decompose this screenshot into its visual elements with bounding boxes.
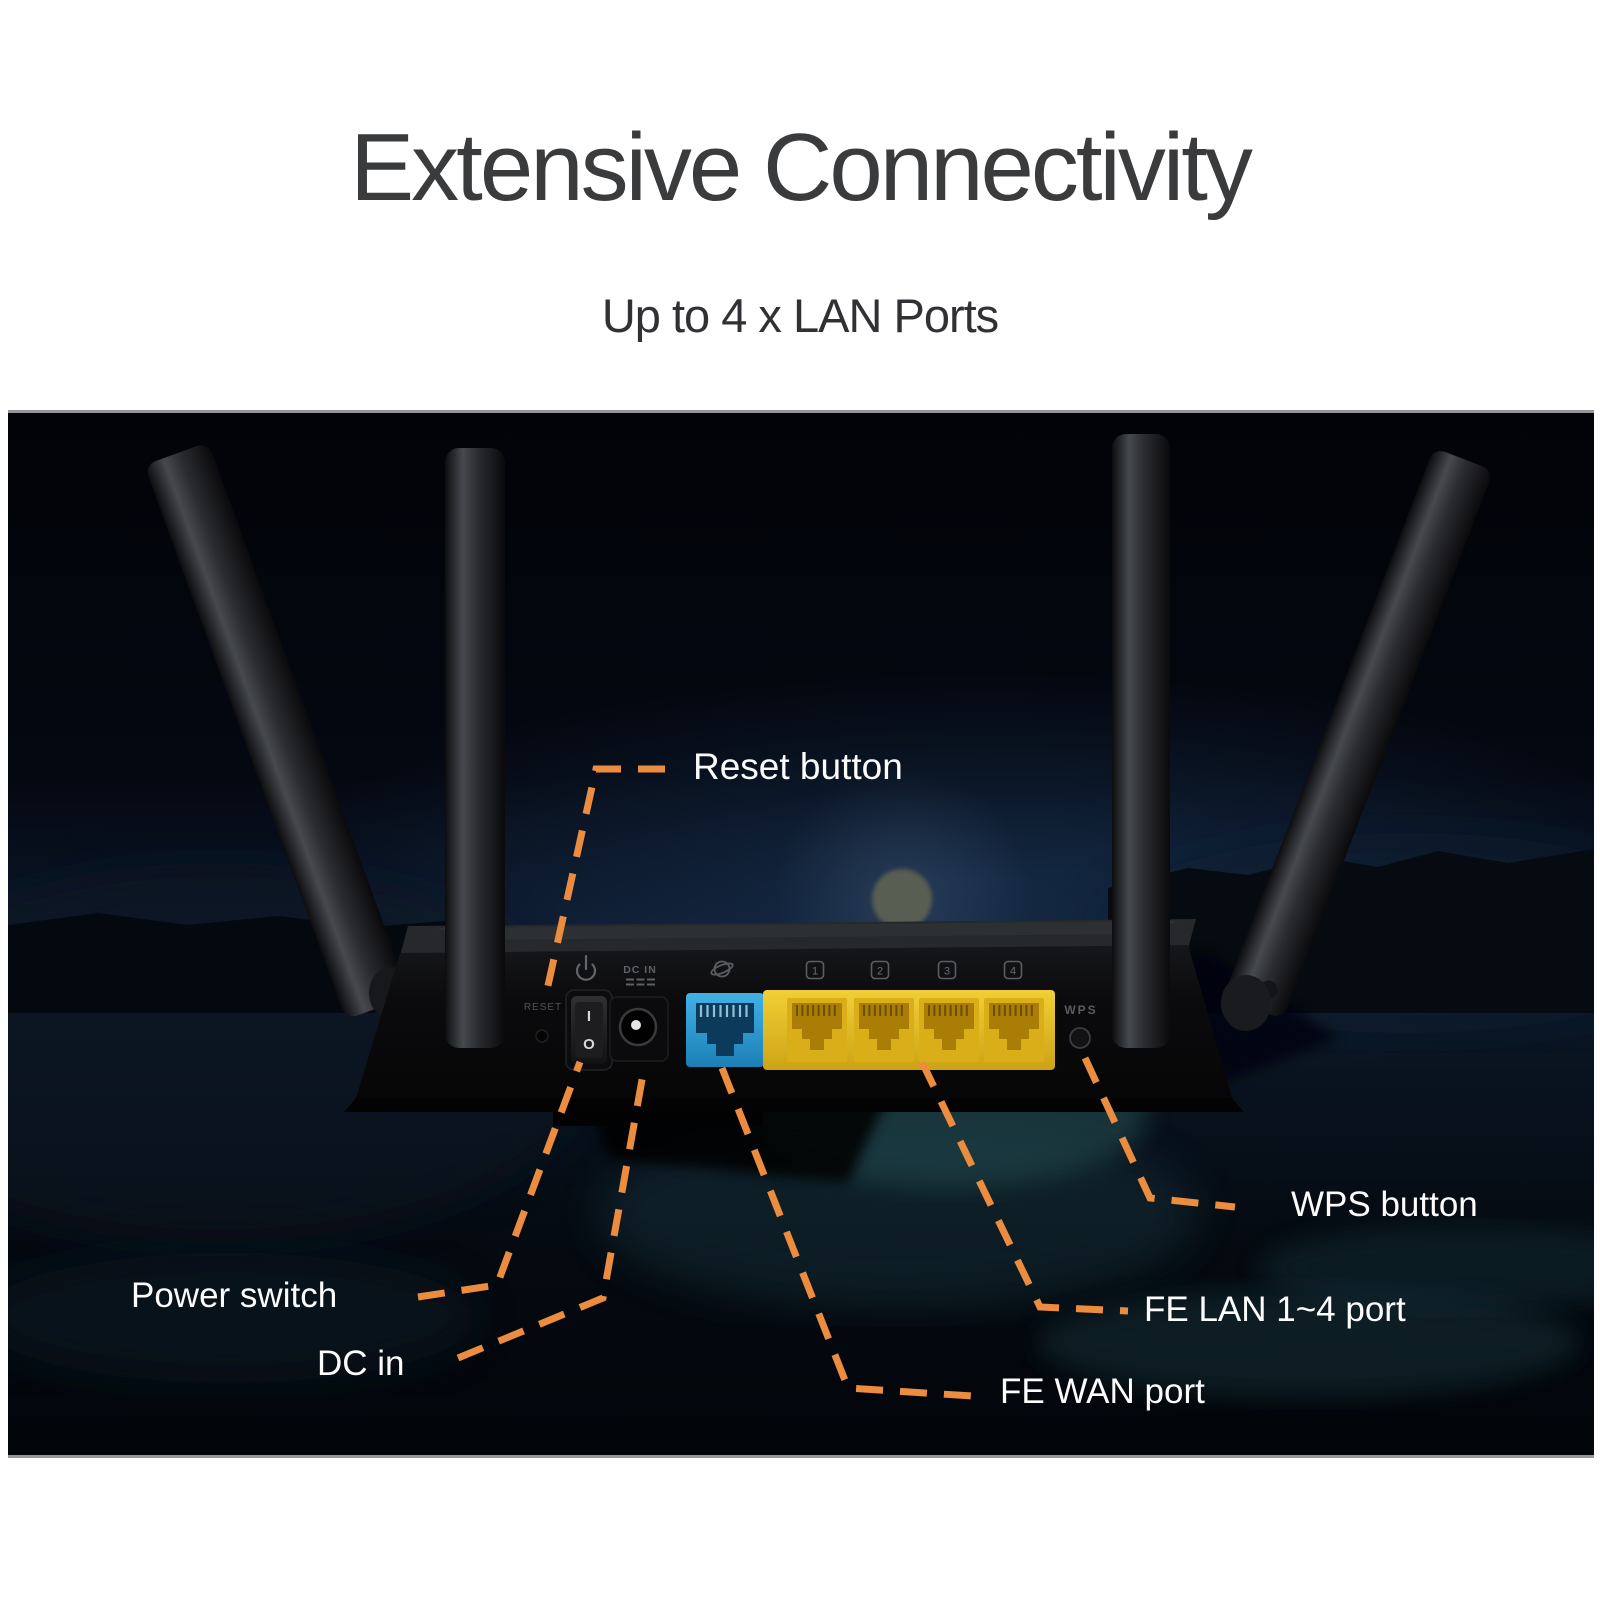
- antenna-hinge-right: [1221, 975, 1271, 1031]
- power-icon: [575, 954, 597, 981]
- panel-dc-label: DC IN: [623, 964, 657, 976]
- lan1-number: 1: [812, 966, 818, 978]
- router-top-cover-highlight: [438, 921, 1178, 940]
- antenna-outer-right: [1226, 451, 1491, 1016]
- page-title: Extensive Connectivity: [350, 114, 1253, 221]
- panel-reset-label: RESET: [524, 1002, 562, 1013]
- antenna-inner-right: [1112, 434, 1170, 1048]
- panel-wps-label: WPS: [1064, 1003, 1097, 1017]
- wan-globe-icon: [710, 960, 734, 978]
- callout-label-lan: FE LAN 1~4 port: [1144, 1290, 1406, 1329]
- reset-pinhole: [535, 1029, 549, 1043]
- callout-label-dc-in: DC in: [317, 1344, 405, 1383]
- lan-port-4: [984, 998, 1044, 1062]
- wave-streak-2: [1258, 1226, 1594, 1310]
- antenna-inner-left: [445, 448, 505, 1048]
- switch-on-mark: I: [587, 1008, 591, 1025]
- lan-port-3: [919, 998, 979, 1062]
- page-subtitle: Up to 4 x LAN Ports: [601, 289, 999, 342]
- dc-jack: [609, 996, 669, 1062]
- reset-leader-line: [543, 765, 665, 991]
- wps-button: [1069, 1027, 1091, 1049]
- power-leader-line: [417, 1060, 584, 1301]
- dc-in-icon: [626, 978, 655, 986]
- callout-label-wan: FE WAN port: [1000, 1372, 1205, 1411]
- router-night-photo: RESET I O DC IN: [8, 410, 1594, 1458]
- switch-off-mark: O: [583, 1036, 595, 1053]
- callout-label-wps: WPS button: [1291, 1185, 1478, 1224]
- callout-label-power-switch: Power switch: [131, 1276, 338, 1315]
- callout-label-reset: Reset button: [693, 746, 903, 787]
- wps-leader-line: [1081, 1056, 1236, 1211]
- router-scene: RESET I O DC IN: [8, 413, 1594, 1455]
- wan-port: [686, 993, 764, 1067]
- antenna-outer-left: [147, 445, 407, 1017]
- wan-leader-line: [718, 1066, 973, 1400]
- lan-port-2: [854, 998, 914, 1062]
- lan4-number: 4: [1010, 966, 1016, 978]
- power-switch: I O: [565, 989, 613, 1071]
- lan-leader-line: [918, 1060, 1129, 1315]
- moon: [872, 869, 932, 929]
- lan2-number: 2: [877, 966, 883, 978]
- lan-port-1: [787, 998, 847, 1062]
- router-under-stand: [553, 1110, 763, 1126]
- wave-streak-1: [1038, 1288, 1578, 1398]
- dc-leader-line: [456, 1062, 649, 1362]
- wave-streak-3: [8, 1253, 478, 1383]
- lan3-number: 3: [944, 966, 950, 978]
- lan-port-block: [763, 990, 1055, 1070]
- lan-number-icons: 1 2 3 4: [805, 960, 1023, 980]
- callout-leader-lines: [417, 765, 1236, 1400]
